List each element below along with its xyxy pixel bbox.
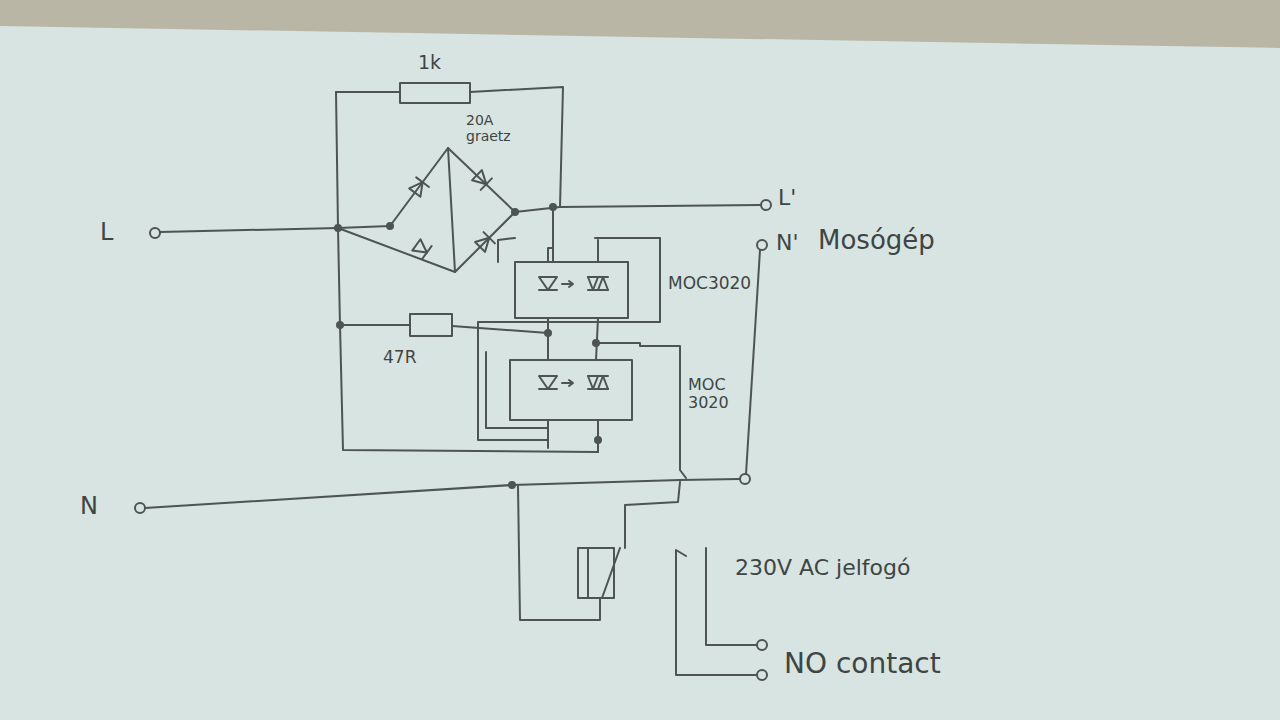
- resistor-symbol: [400, 83, 470, 103]
- circuit-label: MOC 3020: [688, 376, 734, 413]
- table-edge: [0, 0, 1280, 48]
- circuit-label: MOC3020: [668, 274, 751, 294]
- circuit-label: Mosógép: [818, 226, 935, 256]
- wire: [448, 148, 455, 272]
- terminal: [740, 474, 750, 484]
- junction-dot: [509, 482, 515, 488]
- diode-symbol: [471, 169, 491, 190]
- terminal: [135, 503, 145, 513]
- circuit-label: 1k: [418, 52, 441, 74]
- circuit-label: 230V AC jelfogó: [735, 555, 910, 580]
- bridge-rectifier: [338, 148, 515, 272]
- wire: [518, 482, 680, 620]
- diode-symbol: [408, 177, 429, 197]
- circuit-label: L': [778, 185, 796, 210]
- relay-coil: [588, 548, 620, 598]
- wire: [160, 228, 338, 232]
- terminal: [757, 640, 767, 650]
- triac-symbol: [588, 376, 608, 389]
- wire: [336, 91, 400, 93]
- wire: [515, 205, 760, 212]
- light-arrow: [562, 380, 573, 386]
- optocoupler-symbol: [515, 262, 628, 318]
- wire: [548, 318, 598, 360]
- junction-dot: [337, 322, 343, 328]
- circuit-label: N': [776, 230, 799, 255]
- wire: [548, 420, 598, 452]
- optocoupler-symbol: [510, 360, 632, 420]
- outline: [478, 238, 660, 440]
- wire: [552, 207, 554, 262]
- resistor-symbol: [410, 314, 452, 336]
- triac-symbol: [588, 277, 608, 290]
- led-symbol: [539, 376, 557, 389]
- outline: [486, 343, 686, 478]
- light-arrow: [562, 281, 573, 287]
- circuit-label: N: [80, 493, 98, 521]
- terminal: [761, 200, 771, 210]
- wire: [452, 326, 548, 333]
- junction-dot: [387, 223, 393, 229]
- terminal: [757, 670, 767, 680]
- diode-symbol: [412, 238, 432, 259]
- junction-dot: [335, 225, 341, 231]
- wire: [340, 324, 410, 326]
- led-symbol: [539, 277, 557, 290]
- diode-symbol: [474, 232, 495, 253]
- circuit-label: NO contact: [784, 648, 941, 680]
- wire: [470, 87, 563, 207]
- junction-dot: [595, 437, 601, 443]
- circuit-label: 20A graetz: [466, 112, 518, 144]
- wire: [336, 92, 598, 452]
- relay-coil: [578, 548, 614, 598]
- junction-dot: [512, 209, 518, 215]
- terminal: [757, 240, 767, 250]
- circuit-label: L: [100, 219, 113, 247]
- terminal: [150, 228, 160, 238]
- wire: [548, 240, 598, 262]
- circuit-label: 47R: [383, 348, 416, 368]
